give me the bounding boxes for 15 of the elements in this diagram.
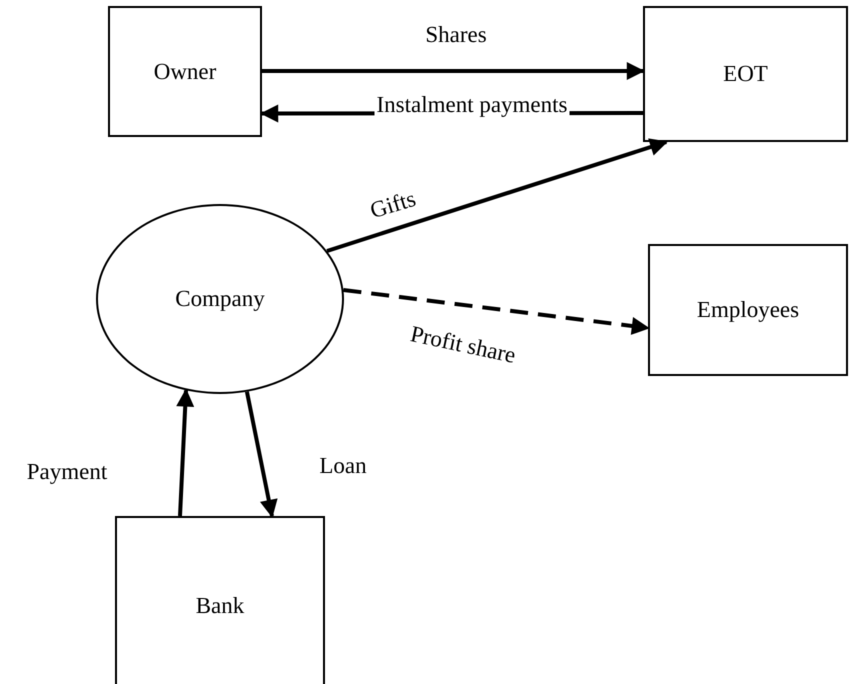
arrow	[244, 391, 278, 518]
entity-box	[643, 6, 848, 142]
node-label: EOT	[723, 61, 768, 87]
entity-box	[115, 516, 325, 684]
node-label: Company	[175, 286, 265, 312]
arrow	[176, 388, 194, 516]
arrow	[326, 138, 668, 253]
arrow	[343, 288, 650, 335]
node-label: Owner	[154, 58, 216, 84]
node-label: Employees	[696, 297, 800, 323]
entity-box	[648, 244, 848, 376]
entity-box	[108, 6, 262, 137]
arrow	[262, 62, 645, 80]
ellipse-node	[96, 204, 344, 394]
node-label: Bank	[196, 593, 244, 619]
